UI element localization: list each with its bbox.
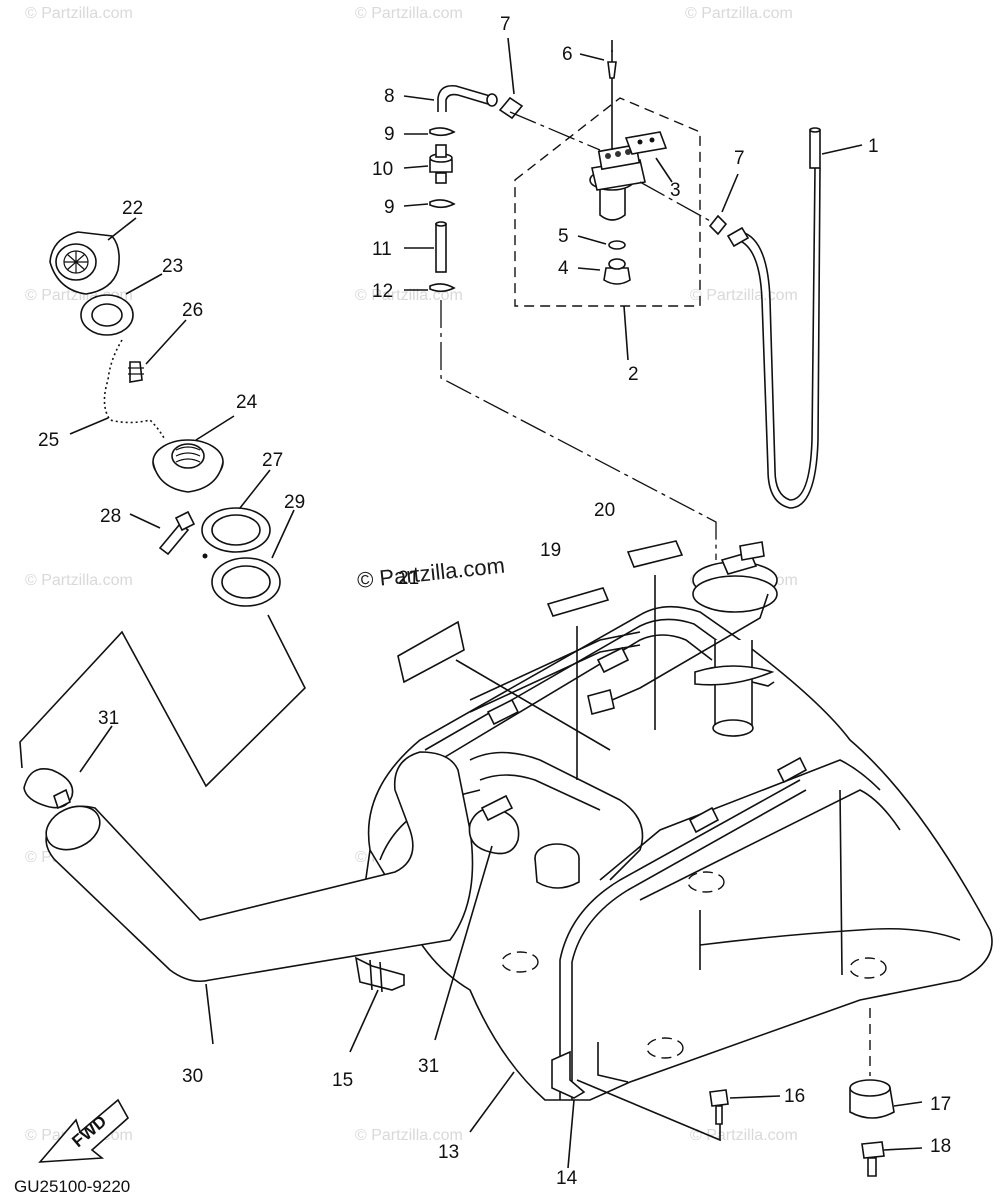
callouts: 1 2 3 4 5 6 7 7 8 9 10 9 11 12 13 14 15 … — [38, 14, 951, 1189]
fuel-pump-assembly — [514, 40, 728, 307]
callout-23: 23 — [162, 256, 183, 277]
callout-8: 8 — [384, 86, 395, 107]
watermark: © Partzilla.com — [25, 5, 133, 22]
callout-9b: 9 — [384, 197, 395, 218]
diagram-code: GU25100-9220 — [14, 1177, 130, 1196]
callout-11: 11 — [372, 239, 392, 260]
callout-13: 13 — [438, 1142, 459, 1163]
callout-21: 21 — [398, 568, 419, 589]
leader-lines — [19, 37, 923, 1169]
callout-5: 5 — [558, 226, 569, 247]
watermark: © Partzilla.com — [25, 572, 133, 589]
callout-4: 4 — [558, 258, 569, 279]
watermark: © Partzilla.com — [355, 1127, 463, 1144]
callout-17: 17 — [930, 1094, 951, 1115]
callout-18: 18 — [930, 1136, 951, 1157]
filler-cap-group — [49, 231, 281, 607]
breather-hose — [726, 127, 821, 509]
callout-9: 9 — [384, 124, 395, 145]
callout-20: 20 — [594, 500, 615, 521]
callout-31: 31 — [98, 708, 119, 729]
callout-7: 7 — [500, 14, 511, 35]
watermark: © Partzilla.com — [690, 1127, 798, 1144]
callout-15: 15 — [332, 1070, 353, 1091]
assembly-boundary — [514, 97, 701, 307]
watermark: © Partzilla.com — [690, 287, 798, 304]
vent-line-parts — [429, 84, 717, 560]
callout-14: 14 — [556, 1168, 578, 1189]
callout-10: 10 — [372, 159, 393, 180]
callout-30: 30 — [182, 1066, 203, 1087]
callout-29: 29 — [284, 492, 305, 513]
callout-16: 16 — [784, 1086, 805, 1107]
callout-1: 1 — [868, 136, 879, 157]
callout-3: 3 — [670, 180, 681, 201]
callout-31b: 31 — [418, 1056, 439, 1077]
callout-6: 6 — [562, 44, 573, 65]
decals — [397, 540, 684, 684]
callout-26: 26 — [182, 300, 203, 321]
callout-27: 27 — [262, 450, 283, 471]
callout-22: 22 — [122, 198, 143, 219]
callout-19: 19 — [540, 540, 561, 561]
callout-2: 2 — [628, 364, 639, 385]
watermark-main: © Partzilla.com — [356, 553, 506, 593]
filler-hose — [23, 751, 520, 983]
callout-25: 25 — [38, 430, 59, 451]
callout-24: 24 — [236, 392, 258, 413]
callout-7b: 7 — [734, 148, 745, 169]
callout-28: 28 — [100, 506, 121, 527]
watermark: © Partzilla.com — [685, 5, 793, 22]
callout-12: 12 — [372, 281, 393, 302]
mounting-hardware — [354, 956, 895, 1177]
watermark: © Partzilla.com — [355, 5, 463, 22]
